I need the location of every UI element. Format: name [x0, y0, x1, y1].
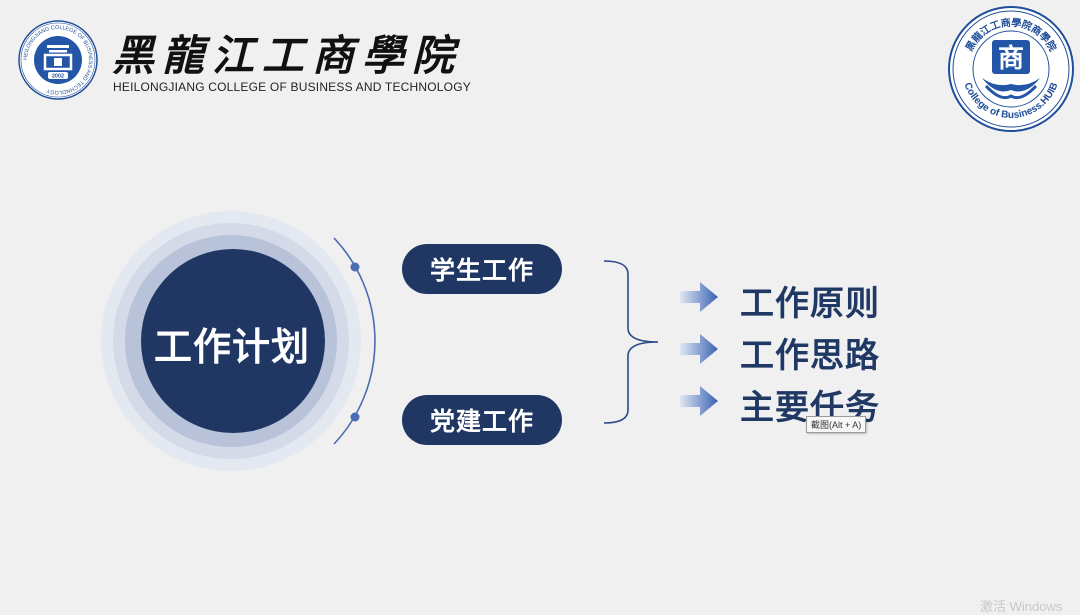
college-emblem-icon: HEILONGJIANG COLLEGE OF BUSINESS AND TEC…	[18, 20, 98, 100]
branch-party-work: 党建工作	[402, 395, 562, 445]
list-item: 工作原则	[680, 276, 920, 324]
connector-dot-top	[350, 262, 360, 272]
business-school-emblem-icon: 黑龍江工商學院商學院 College of Business.HUIB 商	[948, 6, 1074, 132]
chevron-right-arrow-icon	[680, 386, 718, 416]
item-label: 工作思路	[740, 336, 880, 376]
main-circle	[141, 249, 325, 433]
item-label: 工作原则	[740, 284, 880, 324]
connector-dot-bottom	[350, 412, 360, 422]
activation-watermark: 激活 Windows	[980, 599, 1063, 614]
emblem-year: 2002	[52, 74, 64, 80]
branch-student-work: 学生工作	[402, 244, 562, 294]
emblem-center-char: 商	[998, 43, 1024, 74]
main-rings	[101, 211, 376, 471]
list-item: 主要任务	[680, 380, 920, 428]
chevron-right-arrow-icon	[680, 334, 718, 364]
brace-connector	[603, 260, 659, 424]
college-name-cn: 黑龍江工商學院	[112, 31, 463, 80]
screenshot-tooltip: 截图(Alt + A)	[806, 416, 867, 433]
list-item: 工作思路	[680, 328, 920, 376]
chevron-right-arrow-icon	[680, 282, 718, 312]
main-title: 工作计划	[153, 324, 310, 369]
college-name-en: HEILONGJIANG COLLEGE OF BUSINESS AND TEC…	[113, 80, 471, 94]
